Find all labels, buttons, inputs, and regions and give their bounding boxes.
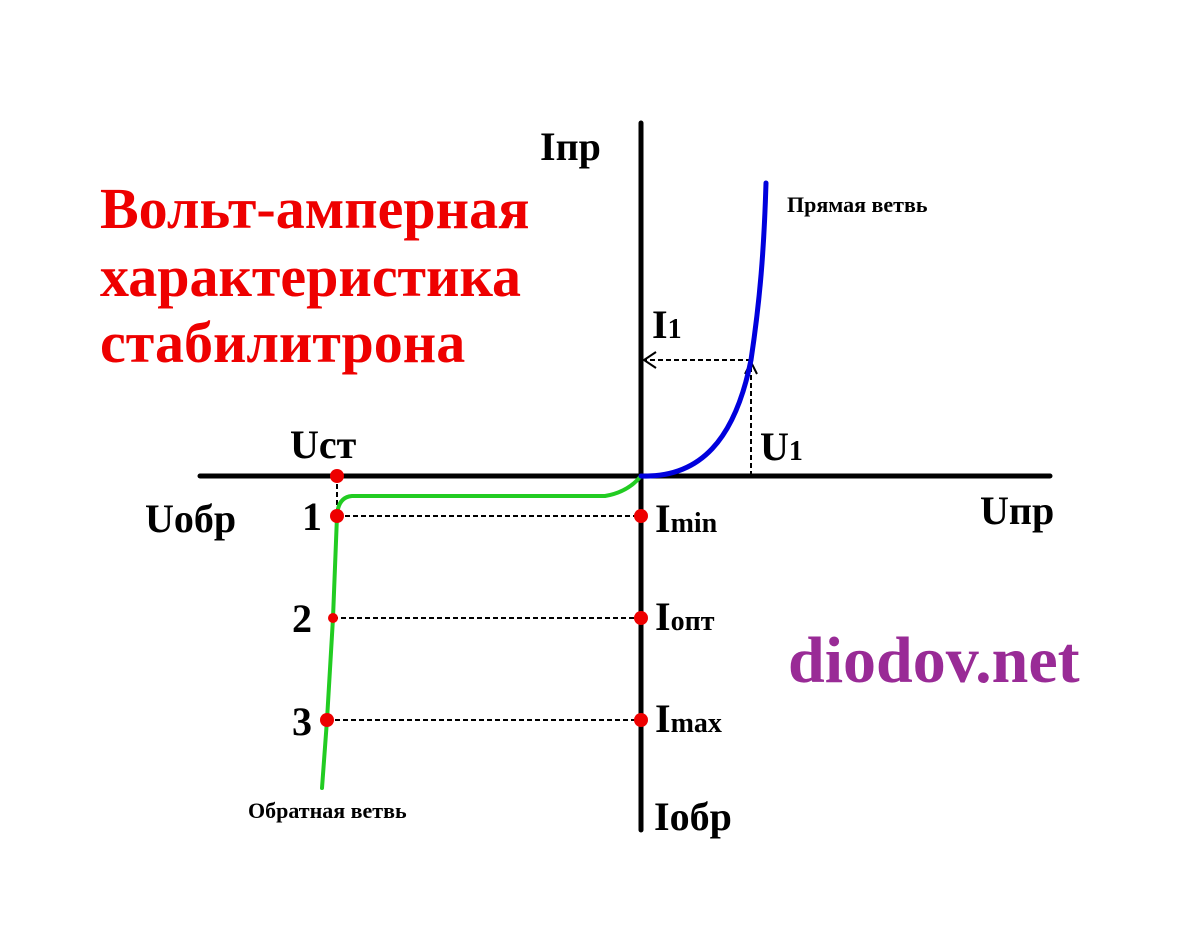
point-i-opt bbox=[634, 611, 648, 625]
label-i-max: Imax bbox=[655, 696, 722, 741]
label-i-min: Imin bbox=[655, 496, 718, 541]
label-point-3: 3 bbox=[292, 699, 312, 744]
guide-lines bbox=[327, 359, 752, 721]
title-line-2: характеристика bbox=[100, 244, 521, 309]
arrow-i1-icon bbox=[642, 351, 657, 369]
label-forward-branch: Прямая ветвь bbox=[787, 192, 928, 217]
point-i-max bbox=[634, 713, 648, 727]
label-reverse-branch: Обратная ветвь bbox=[248, 798, 407, 823]
point-1 bbox=[330, 509, 344, 523]
watermark: diodov.net bbox=[788, 624, 1080, 697]
label-u-reverse: Uобр bbox=[145, 496, 236, 541]
title-line-3: стабилитрона bbox=[100, 310, 465, 375]
label-i-forward: Iпр bbox=[540, 124, 601, 169]
label-u1: U1 bbox=[760, 424, 803, 469]
point-i-min bbox=[634, 509, 648, 523]
label-point-2: 2 bbox=[292, 596, 312, 641]
label-point-1: 1 bbox=[302, 494, 322, 539]
forward-branch-curve bbox=[638, 180, 769, 479]
point-3 bbox=[320, 713, 334, 727]
point-2 bbox=[328, 613, 338, 623]
reverse-branch-curve bbox=[320, 474, 643, 790]
points bbox=[320, 469, 648, 727]
label-i-reverse: Iобр bbox=[654, 794, 732, 839]
label-u-st: Uст bbox=[290, 422, 357, 467]
label-i1: I1 bbox=[652, 302, 682, 347]
label-u-forward: Uпр bbox=[980, 488, 1054, 533]
point-u-st bbox=[330, 469, 344, 483]
title-line-1: Вольт-амперная bbox=[100, 176, 529, 241]
label-i-opt: Iопт bbox=[655, 594, 715, 639]
